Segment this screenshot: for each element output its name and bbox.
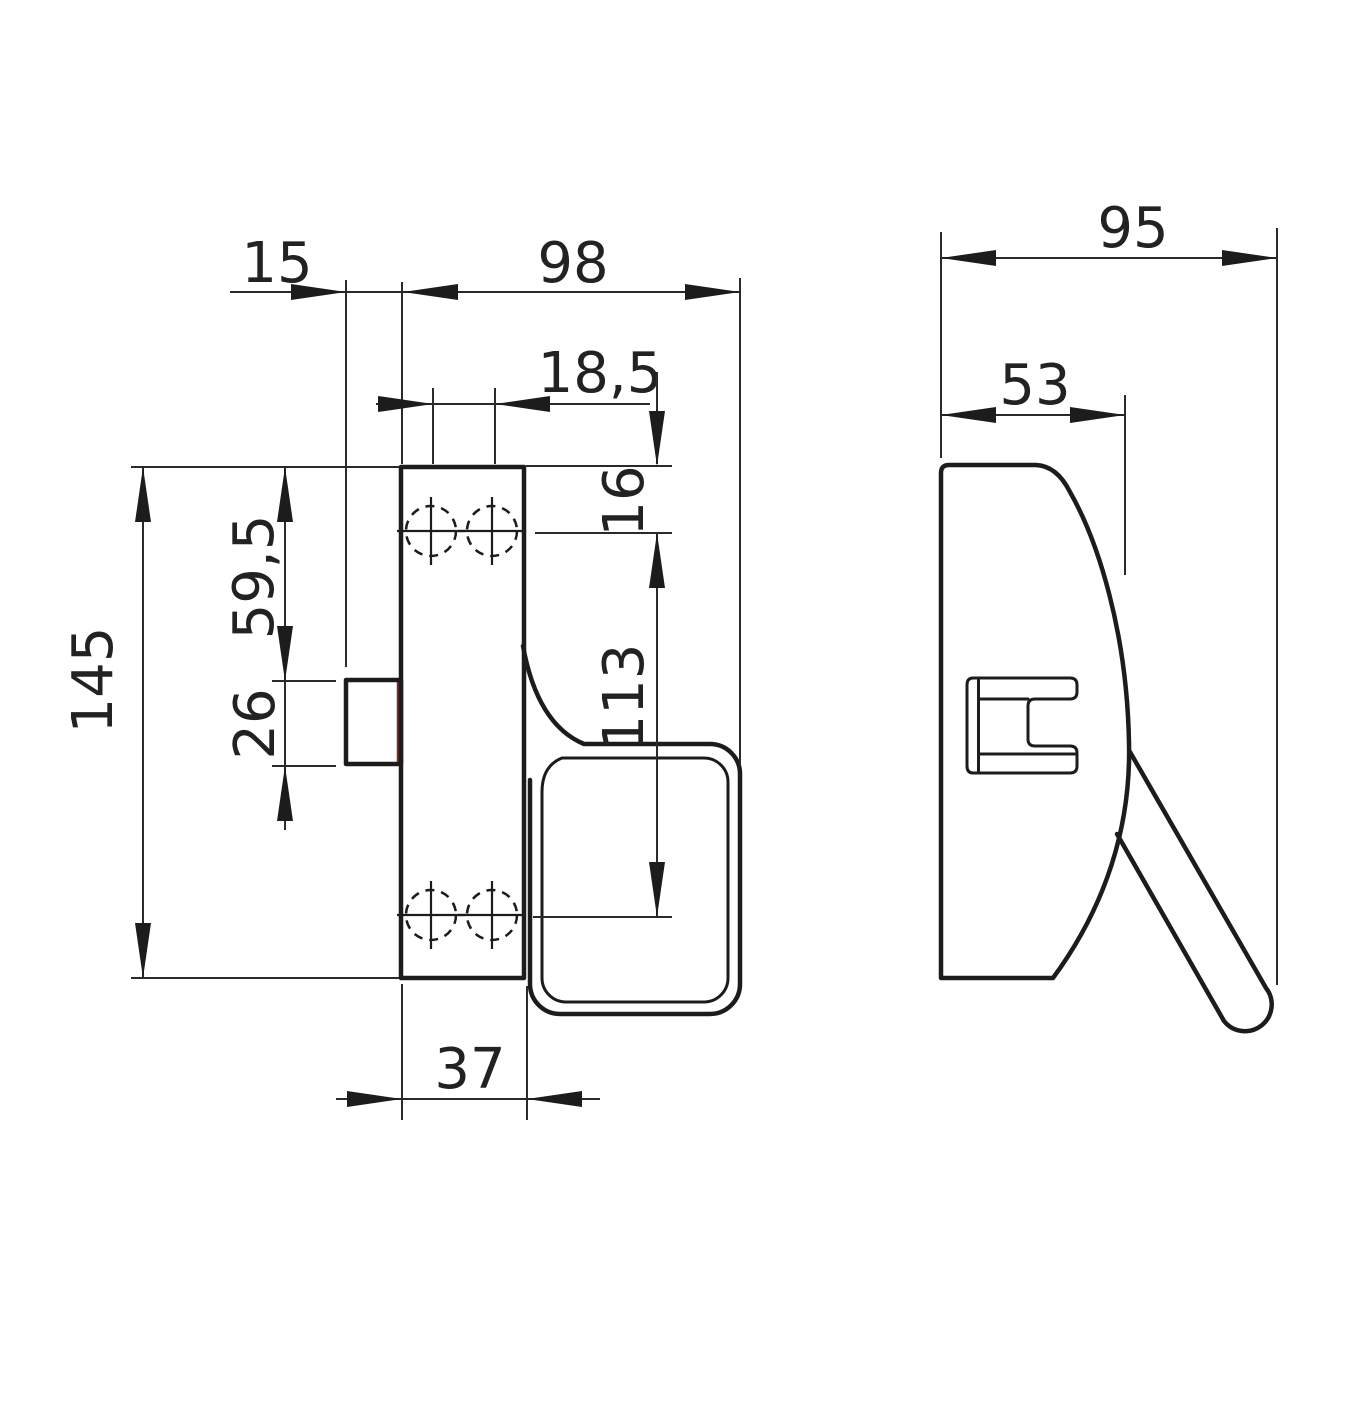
screw-hole-bottom-left	[397, 881, 465, 949]
arrowhead	[941, 250, 996, 266]
body-outline	[398, 464, 527, 981]
side-view	[938, 462, 1274, 1034]
arrowhead	[941, 407, 996, 423]
dim-label-body-width: 37	[434, 1037, 505, 1102]
arrowhead	[277, 626, 293, 681]
screw-hole-bottom-right	[458, 881, 526, 949]
dim-label-bolt-height: 26	[223, 688, 288, 759]
dimension-59-5-26: 59,5 26	[222, 467, 336, 830]
dim-label-top-to-bolt: 59,5	[222, 515, 287, 640]
dim-label-edge-to-hole: 16	[592, 465, 657, 536]
keeper-slot	[965, 676, 1079, 775]
arrowhead	[1070, 407, 1125, 423]
lever-handle	[1114, 749, 1274, 1034]
dim-label-depth: 95	[1097, 196, 1168, 261]
dim-label-hole-span: 113	[592, 644, 657, 751]
dim-label-height: 145	[61, 627, 126, 734]
dim-label-hole-spacing: 18,5	[538, 341, 663, 406]
screw-hole-top-right	[458, 497, 526, 565]
front-view	[343, 464, 743, 1017]
arrowhead	[527, 1091, 582, 1107]
arrowhead	[649, 533, 665, 588]
housing-outline	[938, 462, 1132, 981]
arrowhead	[135, 467, 151, 522]
push-pad-inner	[540, 756, 730, 1004]
dim-label-offset-15: 15	[241, 231, 312, 296]
arrowhead	[649, 862, 665, 917]
dimension-37: 37	[336, 984, 600, 1120]
dimension-lines-front: 15 98 18,5 16 113	[61, 231, 741, 1120]
screw-hole-top-left	[397, 497, 465, 565]
dimension-16-113: 16 113	[526, 372, 672, 918]
arrowhead	[277, 766, 293, 821]
arrowhead	[649, 411, 665, 466]
arrowhead	[495, 396, 550, 412]
bolt	[343, 677, 404, 767]
dimension-95: 95	[940, 196, 1278, 985]
arrowhead	[378, 396, 433, 412]
dimension-lines-side: 95 53	[940, 196, 1278, 985]
dim-label-body-depth: 53	[999, 353, 1070, 418]
dimension-15-98: 15 98	[230, 231, 741, 764]
arrowhead	[347, 1091, 402, 1107]
dimension-53: 53	[941, 353, 1126, 575]
dimension-18-5: 18,5	[376, 341, 662, 464]
push-pad-outer	[520, 643, 743, 1017]
dimension-145: 145	[61, 466, 399, 979]
arrowhead	[277, 467, 293, 522]
arrowhead	[1222, 250, 1277, 266]
arrowhead	[403, 284, 458, 300]
arrowhead	[685, 284, 740, 300]
dim-label-width-98: 98	[537, 231, 608, 296]
arrowhead	[135, 923, 151, 978]
arrowhead	[291, 284, 346, 300]
